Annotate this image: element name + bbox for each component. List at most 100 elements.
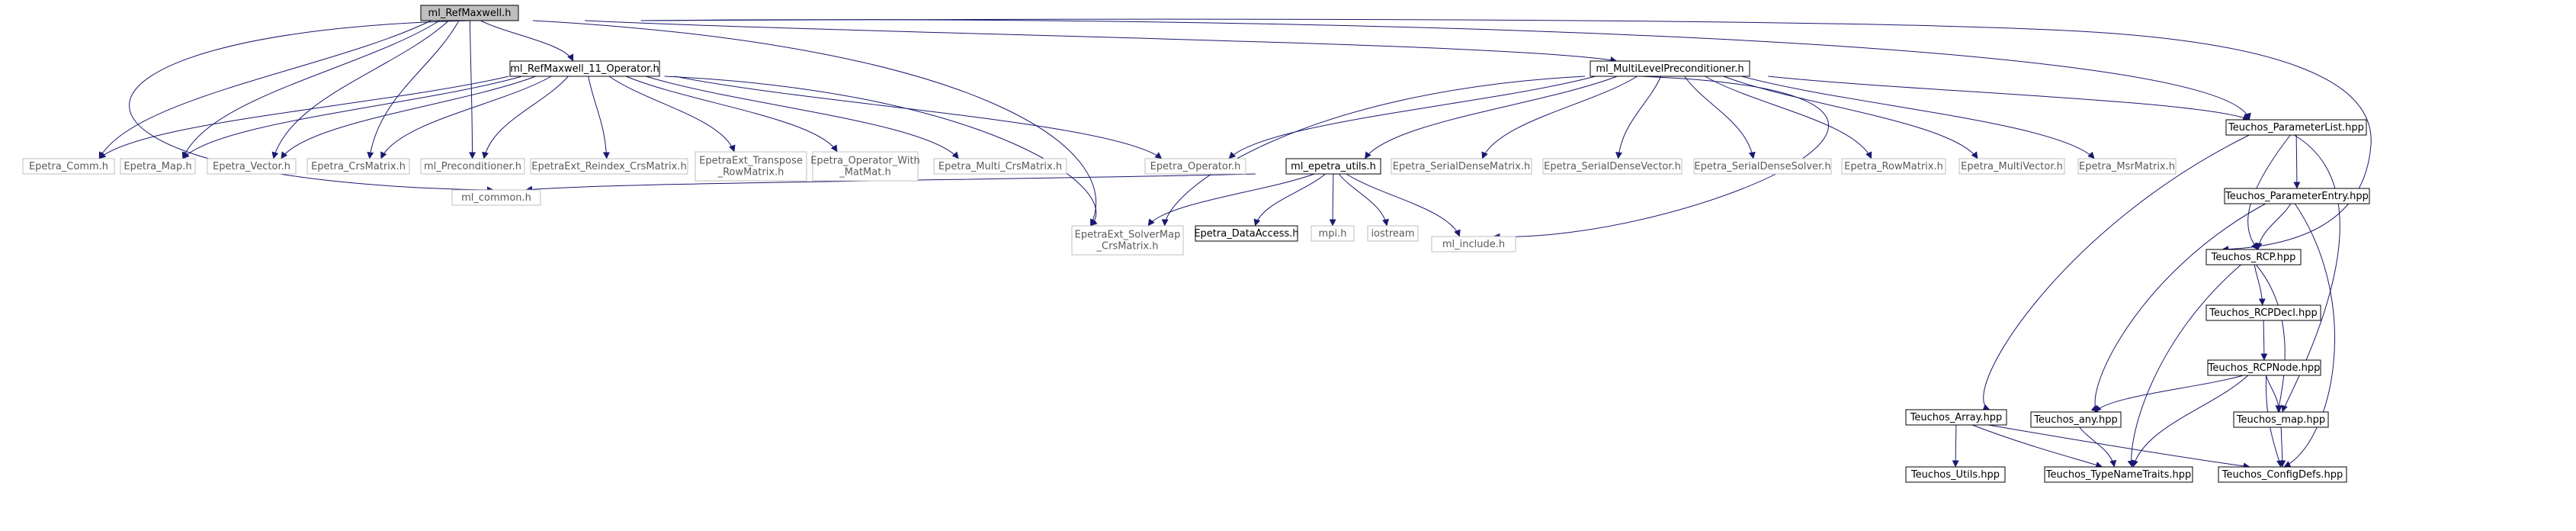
- node-box: [1958, 158, 2065, 175]
- node-label: Teuchos_Array.hpp: [1910, 412, 2003, 423]
- edge-op11-to-opwithmat: [625, 76, 838, 153]
- edge-epetrautils-to-iostream: [1338, 173, 1389, 227]
- node-box: [812, 151, 919, 182]
- node-box: [2218, 466, 2347, 483]
- node-paramlist[interactable]: Teuchos_ParameterList.hpp: [2225, 119, 2367, 136]
- edge-array-to-typename: [1971, 424, 2103, 468]
- node-label: _CrsMatrix.h: [1096, 241, 1159, 253]
- edge-paramlist-to-array: [1982, 134, 2250, 411]
- edge-mlprec-to-multivector: [1723, 76, 1978, 159]
- node-box: [2207, 359, 2321, 376]
- node-rcpdecl[interactable]: Teuchos_RCPDecl.hpp: [2205, 304, 2321, 321]
- node-mlprec[interactable]: ml_MultiLevelPreconditioner.h: [1590, 60, 1750, 77]
- edge-root-to-mlcommon: [129, 20, 494, 194]
- edge-root-to-rcp: [640, 18, 2372, 253]
- edge-root-to-crsmatrix: [367, 20, 460, 159]
- node-rcp[interactable]: Teuchos_RCP.hpp: [2205, 249, 2302, 266]
- node-label: Teuchos_ParameterEntry.hpp: [2225, 191, 2369, 202]
- node-label: Teuchos_ParameterList.hpp: [2228, 122, 2364, 134]
- node-label: Epetra_SerialDenseVector.h: [1544, 161, 1681, 172]
- edge-any-to-typename: [2079, 426, 2117, 468]
- edge-op11-to-transpose: [608, 76, 736, 153]
- node-array[interactable]: Teuchos_Array.hpp: [1905, 409, 2007, 426]
- node-label: Epetra_MultiVector.h: [1961, 161, 2063, 172]
- node-operator: Epetra_Operator.h: [1144, 158, 1246, 175]
- node-box: [1590, 60, 1750, 77]
- node-configdefs[interactable]: Teuchos_ConfigDefs.hpp: [2218, 466, 2347, 483]
- edge-rcp-to-rcpdecl: [2254, 264, 2266, 306]
- edge-epetrautils-to-mlinclude: [1346, 173, 1461, 237]
- node-label: Epetra_DataAccess.h: [1194, 228, 1298, 240]
- node-op11[interactable]: ml_RefMaxwell_11_Operator.h: [509, 60, 660, 77]
- node-label: _MatMat.h: [839, 167, 890, 179]
- edge-op11-to-reindex: [588, 76, 610, 159]
- node-label: EpetraExt_Reindex_CrsMatrix.h: [531, 161, 686, 172]
- node-box: [1542, 158, 1683, 175]
- node-dataaccess[interactable]: Epetra_DataAccess.h: [1194, 225, 1299, 242]
- node-sdv: Epetra_SerialDenseVector.h: [1542, 158, 1683, 175]
- edge-rcpnode-to-typename: [2132, 375, 2249, 468]
- edge-op11-to-comm: [98, 76, 509, 159]
- edge-mlprec-to-epetrautils: [1364, 76, 1618, 159]
- node-label: Epetra_SerialDenseSolver.h: [1694, 161, 1830, 172]
- node-mlpreconditioner: ml_Preconditioner.h: [420, 158, 525, 175]
- node-box: [420, 5, 519, 21]
- edge-mlprec-to-msrmatrix: [1741, 76, 2095, 159]
- edge-paramentry-to-configdefs: [2283, 203, 2335, 468]
- node-paramentry[interactable]: Teuchos_ParameterEntry.hpp: [2224, 188, 2370, 204]
- node-reindex: EpetraExt_Reindex_CrsMatrix.h: [530, 158, 688, 175]
- node-label: Teuchos_TypeNameTraits.hpp: [2045, 469, 2192, 481]
- edge-op11-to-solvermap: [664, 76, 1098, 227]
- node-box: [2233, 411, 2329, 428]
- node-label: ml_RefMaxwell_11_Operator.h: [510, 63, 659, 75]
- node-label: ml_Preconditioner.h: [424, 161, 521, 172]
- node-label: Epetra_SerialDenseMatrix.h: [1393, 161, 1530, 172]
- node-label: Epetra_Multi_CrsMatrix.h: [938, 161, 1062, 172]
- node-label: Teuchos_RCP.hpp: [2211, 252, 2296, 263]
- edge-rcpnode-to-tmap: [2265, 375, 2282, 413]
- node-tmap[interactable]: Teuchos_map.hpp: [2233, 411, 2329, 428]
- node-box: [451, 189, 541, 206]
- node-box: [2030, 411, 2122, 428]
- node-rowmatrix: Epetra_RowMatrix.h: [1841, 158, 1946, 175]
- node-label: _RowMatrix.h: [717, 167, 784, 179]
- node-box: [1071, 225, 1184, 256]
- node-box: [509, 60, 660, 77]
- node-solvermap: EpetraExt_SolverMap_CrsMatrix.h: [1071, 225, 1184, 256]
- edge-op11-to-crsmatrix: [380, 76, 552, 159]
- edge-array-to-utils: [1952, 424, 1959, 468]
- node-box: [1310, 225, 1355, 242]
- node-epetrautils[interactable]: ml_epetra_utils.h: [1285, 158, 1381, 175]
- node-label: iostream: [1371, 228, 1414, 240]
- node-any[interactable]: Teuchos_any.hpp: [2030, 411, 2122, 428]
- edge-mlprec-to-mlinclude: [1493, 76, 1829, 240]
- node-label: Epetra_RowMatrix.h: [1844, 161, 1943, 172]
- node-mlinclude: ml_include.h: [1431, 236, 1516, 253]
- node-utils[interactable]: Teuchos_Utils.hpp: [1905, 466, 2006, 483]
- node-label: Teuchos_any.hpp: [2033, 414, 2118, 426]
- edge-epetrautils-to-dataaccess: [1253, 173, 1326, 227]
- edge-root-to-solvermap: [532, 20, 1097, 227]
- edge-root-to-mlprec: [585, 20, 1618, 63]
- node-label: Teuchos_RCPNode.hpp: [2208, 362, 2321, 374]
- edge-mlprec-to-solvermap: [1161, 76, 1585, 227]
- node-mpi: mpi.h: [1310, 225, 1355, 242]
- edge-root-to-comm: [98, 20, 431, 159]
- node-root[interactable]: ml_RefMaxwell.h: [420, 5, 519, 21]
- edge-epetrautils-to-mlcommon: [525, 173, 1256, 193]
- node-box: [1431, 236, 1516, 253]
- edge-op11-to-operator: [674, 76, 1163, 159]
- node-label: ml_MultiLevelPreconditioner.h: [1596, 63, 1744, 75]
- node-box: [1144, 158, 1246, 175]
- node-label: Teuchos_Utils.hpp: [1910, 469, 2000, 481]
- node-label: Epetra_Comm.h: [29, 161, 108, 172]
- node-box: [933, 158, 1067, 175]
- node-box: [2205, 249, 2302, 266]
- edge-epetrautils-to-solvermap: [1147, 173, 1315, 227]
- node-label: EpetraExt_Transpose: [699, 156, 803, 167]
- node-box: [1195, 225, 1298, 242]
- node-typename[interactable]: Teuchos_TypeNameTraits.hpp: [2044, 466, 2193, 483]
- node-box: [420, 158, 525, 175]
- node-rcpnode[interactable]: Teuchos_RCPNode.hpp: [2207, 359, 2321, 376]
